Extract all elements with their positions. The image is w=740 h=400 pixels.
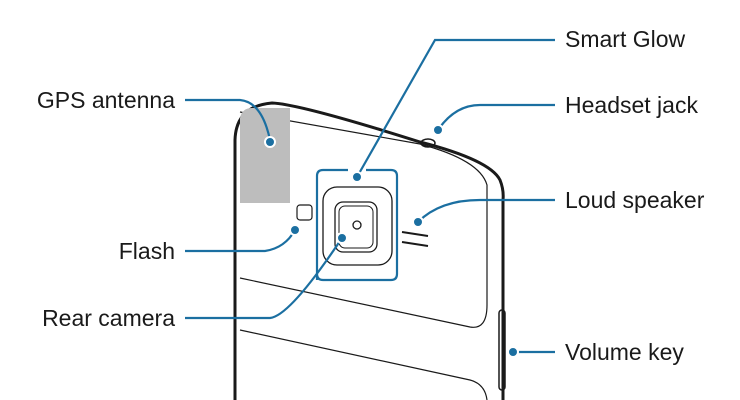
label-flash: Flash	[118, 238, 175, 264]
label-rear-camera: Rear camera	[42, 305, 175, 331]
callout-lines	[185, 38, 555, 354]
volume-key	[498, 309, 506, 391]
phone-body	[233, 101, 506, 400]
loud-speaker	[401, 231, 429, 247]
flash	[296, 204, 313, 221]
camera-lens	[352, 220, 362, 230]
label-loud-speaker: Loud speaker	[565, 187, 705, 213]
smart-glow-outline	[315, 168, 399, 282]
headset-jack	[420, 138, 436, 148]
camera-module	[322, 186, 393, 266]
label-volume-key: Volume key	[565, 339, 684, 365]
label-gps-antenna: GPS antenna	[36, 87, 175, 113]
label-headset-jack: Headset jack	[565, 92, 698, 118]
label-smart-glow: Smart Glow	[565, 26, 686, 52]
gps-antenna-area	[240, 108, 290, 203]
callout-dots	[264, 124, 519, 358]
